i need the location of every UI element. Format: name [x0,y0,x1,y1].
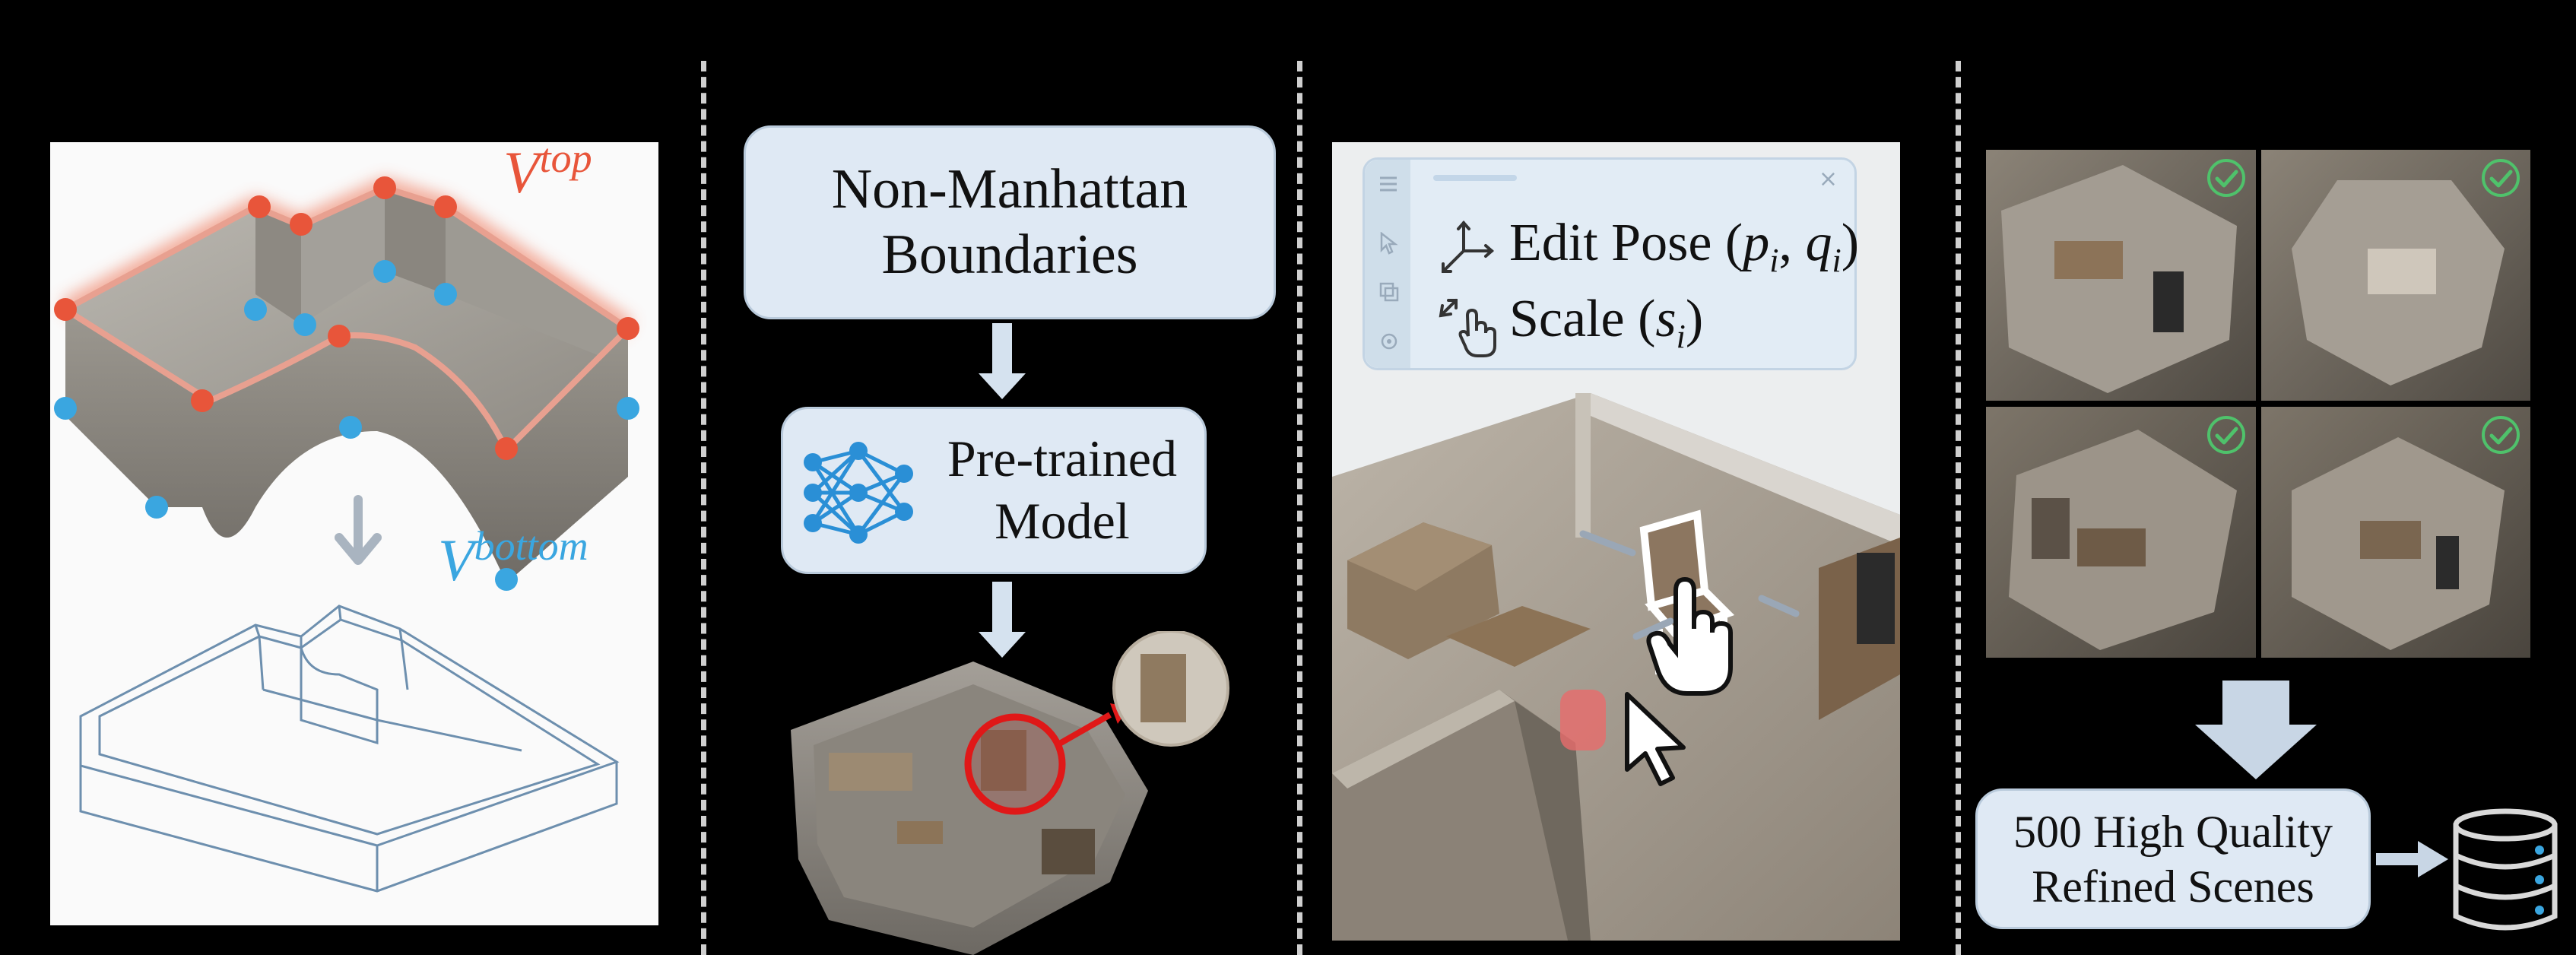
down-arrow-icon [979,323,1026,399]
edit-scene-illustration [1332,142,1900,941]
toolbar-title-bar [1433,175,1517,181]
bottom-vertices [54,260,639,591]
scene-thumb-2 [2261,150,2530,401]
close-icon[interactable]: × [1818,166,1838,192]
divider-3 [1956,61,1961,955]
v-top-label: Vtop [503,135,592,205]
result-box-line1: 500 High Quality [2013,806,2333,857]
scale-hand-icon [1439,299,1496,357]
boundary-box-line2: Boundaries [881,223,1138,286]
down-arrow-icon [979,582,1026,658]
axes-icon [1442,220,1495,273]
settings-icon [1381,333,1397,350]
wireframe-illustration [79,604,620,893]
panel-manual-edit: × Edit Pose (pi, qi) Scale (si) [1332,142,1900,941]
scene-thumb-1 [1986,150,2256,401]
layers-icon [1379,282,1399,302]
top-vertices [54,176,639,460]
check-circle-icon [2482,159,2520,197]
check-circle-icon [2482,416,2520,454]
v-bottom-label: Vbottom [438,523,588,593]
non-manhattan-boundaries-box: Non-Manhattan Boundaries [744,125,1276,319]
edit-toolbar-panel: × Edit Pose (pi, qi) Scale (si) [1363,157,1859,370]
edit-pose-label[interactable]: Edit Pose (pi, qi) [1509,214,1859,279]
refined-scenes-grid [1986,150,2530,658]
generated-scene-illustration [791,631,1229,955]
result-box-line2: Refined Scenes [2032,861,2314,912]
check-circle-icon [2207,416,2245,454]
pretrained-model-box: Pre-trained Model [781,407,1207,574]
neural-network-icon [804,442,913,544]
scene-thumb-4 [2261,407,2530,658]
pointer-icon [1380,232,1398,255]
menu-icon [1380,176,1397,192]
right-arrow-icon [2376,841,2448,877]
scale-label[interactable]: Scale (si) [1509,290,1704,355]
toolbar-side-strip [1365,160,1410,368]
down-arrow-icon [2195,681,2317,779]
scene-thumb-3 [1986,407,2256,658]
model-box-line2: Model [995,492,1130,550]
database-icon [2453,808,2558,931]
hand-pointer-icon [1646,576,1733,696]
model-box-line1: Pre-trained [947,430,1177,488]
check-circle-icon [2207,159,2245,197]
divider-1 [701,61,706,955]
refined-scenes-box: 500 High Quality Refined Scenes [1975,788,2371,929]
down-arrow-icon [335,495,382,565]
cursor-icon [1625,692,1686,786]
boundary-box-line1: Non-Manhattan [831,158,1188,221]
panel-room-boundary: Vtop Vbottom [50,135,658,925]
room-walls-illustration [54,176,639,893]
divider-2 [1297,61,1302,955]
